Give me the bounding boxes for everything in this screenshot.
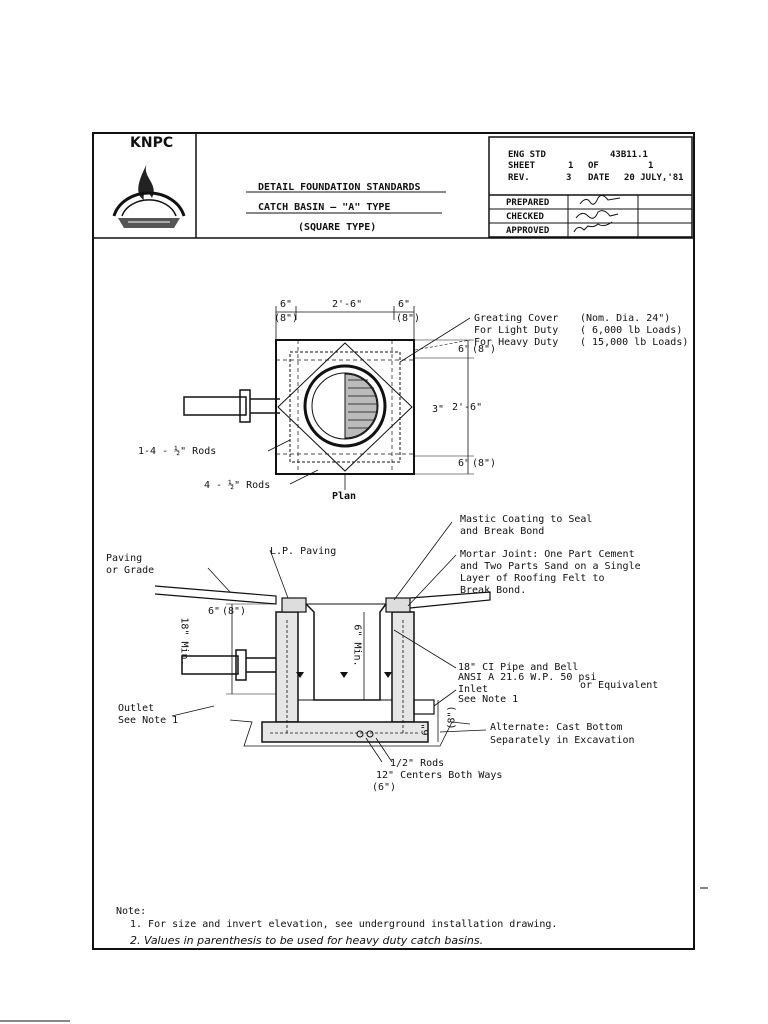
mortar-line2: and Two Parts Sand on a Single [460, 561, 641, 572]
plan-dim-side-bottom: 6" [458, 458, 471, 469]
of-value: 1 [648, 161, 654, 171]
section-dim-18min: 18" Min. [178, 617, 190, 666]
notes-heading: Note: [116, 906, 147, 917]
section-dim-6min: 6" Min. [351, 624, 363, 667]
inlet-line1: Inlet [458, 684, 489, 695]
sheet-label: SHEET [508, 161, 536, 171]
eng-std-value: 43B11.1 [610, 150, 648, 160]
plan-dim-side-mid: 2'-6" [452, 402, 483, 413]
pipe-line2: ANSI A 21.6 W.P. 50 psi [458, 672, 597, 683]
paving-line2: or Grade [106, 565, 155, 576]
drawing-title-line3: (SQUARE TYPE) [298, 222, 377, 233]
drawing-border [92, 132, 695, 950]
rods-line2: 12" Centers Both Ways [376, 770, 503, 781]
of-label: OF [588, 161, 599, 171]
plan-dim-side-top-paren: (8") [472, 344, 497, 355]
note-1: 1. For size and invert elevation, see un… [130, 919, 558, 930]
plan-dim-side-top: 6" [458, 344, 471, 355]
cover-line3b: ( 15,000 lb Loads) [580, 337, 689, 348]
cover-line1: Greating Cover [474, 313, 559, 324]
note-2: 2. Values in parenthesis to be used for … [130, 934, 484, 947]
drawing-title-line1: DETAIL FOUNDATION STANDARDS [258, 182, 421, 193]
plan-dim-inner: 3" [432, 404, 445, 415]
rods-line3: (6") [372, 782, 397, 793]
outlet-line1: Outlet [118, 703, 155, 714]
checked-label: CHECKED [506, 212, 544, 222]
rev-label: REV. [508, 173, 530, 183]
plan-dim-side-bottom-paren: (8") [472, 458, 497, 469]
alternate-line2: Separately in Excavation [490, 735, 635, 746]
plan-dim-right-top: 6" [398, 299, 411, 310]
cover-line1b: (Nom. Dia. 24") [580, 313, 671, 324]
mortar-line4: Break Bond. [460, 585, 527, 596]
sheet-value: 1 [568, 161, 574, 171]
outlet-line2: See Note 1 [118, 715, 179, 726]
approved-label: APPROVED [506, 226, 550, 236]
mortar-line3: Layer of Roofing Felt to [460, 573, 605, 584]
plan-dim-left-paren: (8") [274, 313, 299, 324]
date-value: 20 JULY,'81 [624, 173, 684, 183]
plan-label: Plan [332, 491, 357, 502]
lp-paving-label: L.P. Paving [270, 546, 337, 557]
inlet-line2: See Note 1 [458, 694, 519, 705]
section-dim-bottom-6: 6" [420, 723, 432, 736]
plan-rods-2: 4 - ½" Rods [204, 480, 271, 491]
knpc-flame-logo-icon [112, 160, 186, 228]
mastic-line1: Mastic Coating to Seal [460, 514, 593, 525]
alternate-line1: Alternate: Cast Bottom [490, 722, 623, 733]
rods-line1: 1/2" Rods [390, 758, 445, 769]
pipe-line3: or Equivalent [580, 680, 659, 691]
pipe-line1: 18" CI Pipe and Bell [458, 662, 579, 673]
cover-line2: For Light Duty [474, 325, 559, 336]
rev-value: 3 [566, 173, 572, 183]
drawing-title-line2: CATCH BASIN — "A" TYPE [258, 202, 391, 213]
prepared-label: PREPARED [506, 198, 550, 208]
org-name: KNPC [130, 135, 174, 151]
cover-line3: For Heavy Duty [474, 337, 559, 348]
mortar-line1: Mortar Joint: One Part Cement [460, 549, 635, 560]
plan-rods-1: 1-4 - ½" Rods [138, 446, 217, 457]
date-label: DATE [588, 173, 610, 183]
mastic-line2: and Break Bond [460, 526, 545, 537]
section-dim-6: 6" [208, 606, 221, 617]
plan-dim-right-paren: (8") [396, 313, 421, 324]
section-dim-bottom-8: (8") [446, 705, 458, 730]
cover-line2b: ( 6,000 lb Loads) [580, 325, 683, 336]
paving-line1: Paving [106, 553, 143, 564]
eng-std-label: ENG STD [508, 150, 546, 160]
section-dim-8: (8") [222, 606, 247, 617]
plan-dim-left-top: 6" [280, 299, 293, 310]
plan-dim-mid-top: 2'-6" [332, 299, 363, 310]
